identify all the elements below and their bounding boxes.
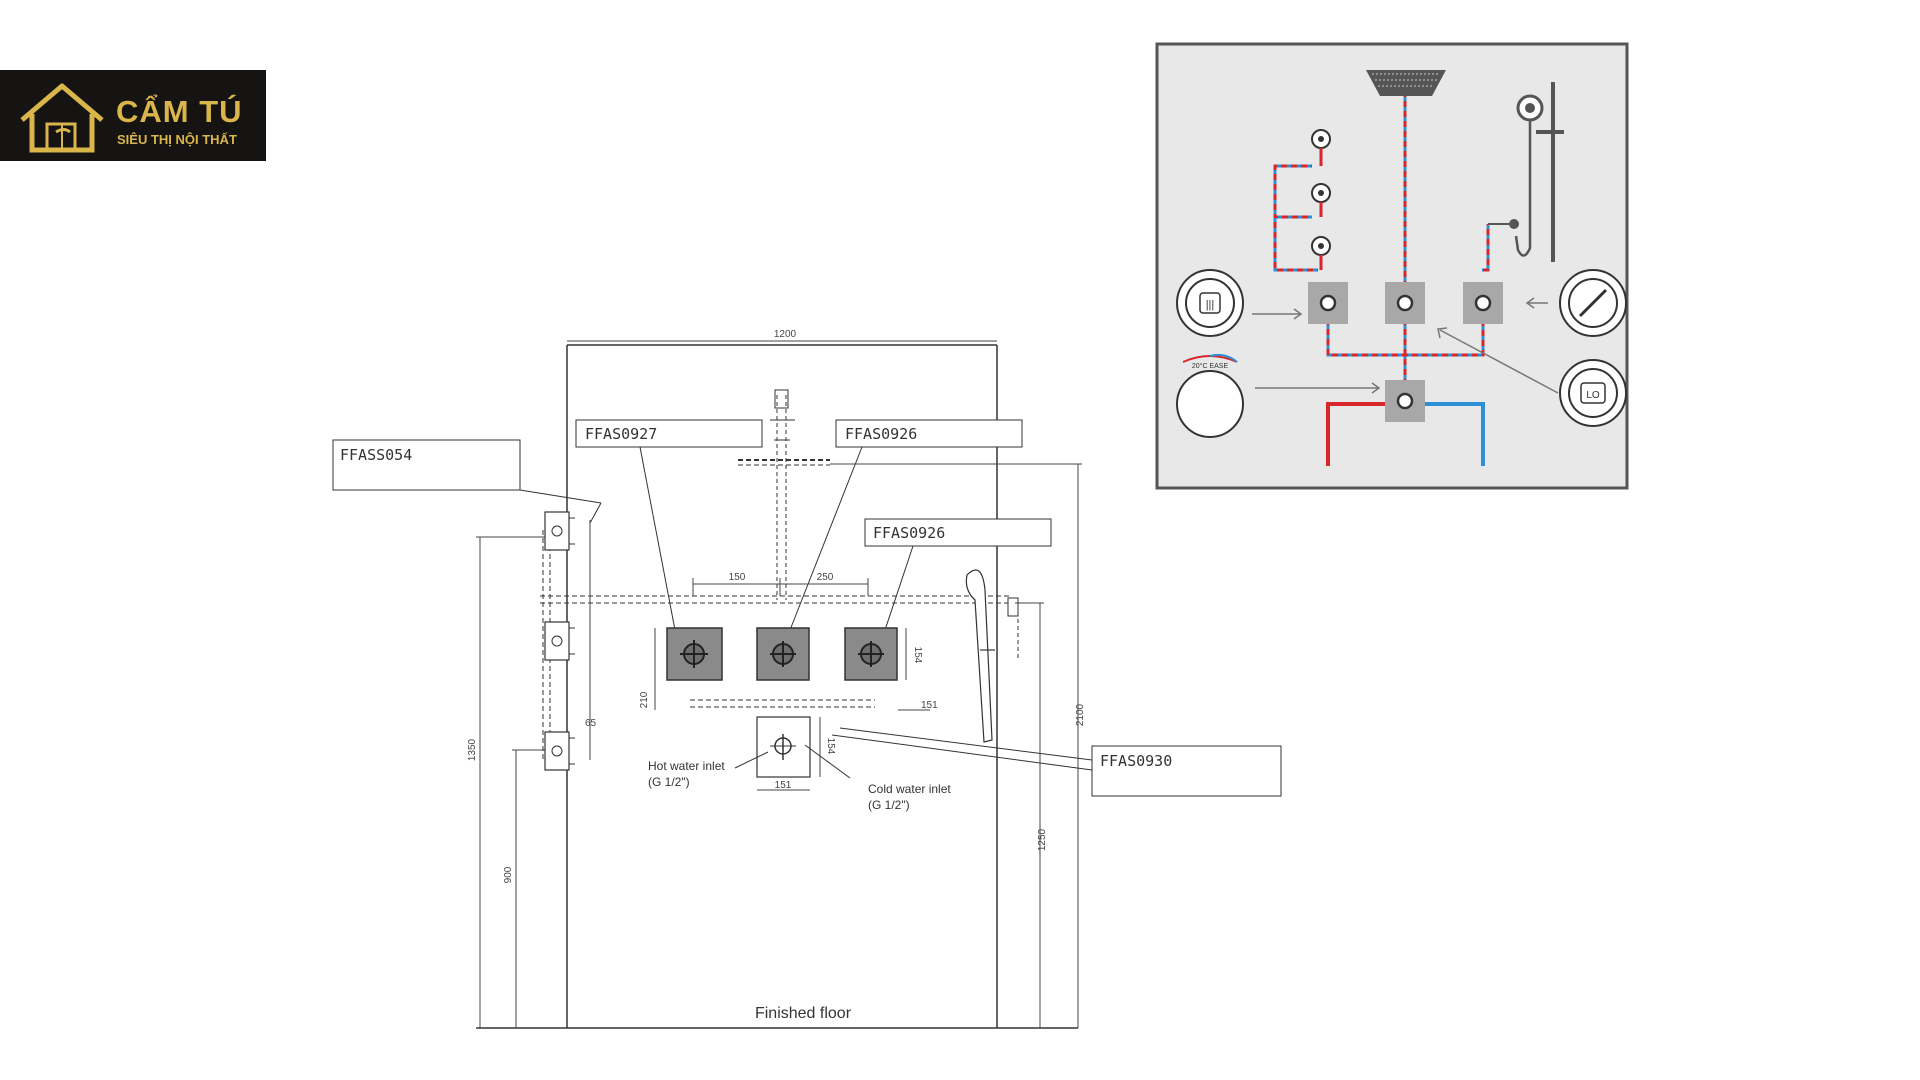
control-knob-right-upper: [1559, 269, 1627, 337]
svg-text:(G 1/2"): (G 1/2"): [648, 775, 690, 789]
schematic-valve-right: [1463, 282, 1503, 324]
finished-floor-label: Finished floor: [755, 1005, 852, 1022]
thermostatic-mixer: 151 154: [756, 716, 836, 791]
svg-text:2100: 2100: [1075, 703, 1086, 726]
svg-text:(G 1/2"): (G 1/2"): [868, 798, 910, 812]
dimension-total-width: 1200: [567, 329, 997, 342]
brand-logo: CẨM TÚ SIÊU THỊ NỘI THẤT: [0, 70, 266, 161]
svg-text:|||: |||: [1206, 299, 1215, 311]
label-box-ffas0930: FFAS0930: [1091, 745, 1282, 797]
label-box-ffass0054: FFASS054: [332, 439, 521, 491]
house-logo-icon: [20, 83, 104, 153]
label-box-ffas0926-top: FFAS0926: [835, 419, 1023, 448]
body-jet-pipes: [1273, 148, 1323, 272]
hand-shower: [965, 569, 1019, 743]
svg-text:250: 250: [817, 572, 834, 583]
connection-arrows: [1252, 297, 1559, 394]
svg-text:151: 151: [775, 780, 792, 791]
svg-text:Cold water inlet: Cold water inlet: [868, 782, 951, 796]
dimension-left: 1350 900: [467, 536, 545, 1028]
control-knob-left: |||: [1176, 269, 1244, 337]
svg-text:151: 151: [921, 700, 938, 711]
dimension-valve-spacing: 150 250: [692, 572, 869, 596]
svg-text:154: 154: [912, 647, 923, 664]
cold-water-inlet-note: Cold water inlet (G 1/2"): [804, 744, 951, 812]
valve-right: [844, 627, 898, 681]
svg-text:FFAS0926: FFAS0926: [873, 524, 945, 542]
body-jets-column: 65: [542, 511, 597, 771]
distribution-pipes: [1326, 324, 1485, 380]
svg-text:210: 210: [639, 691, 650, 708]
body-jet-2: [544, 621, 575, 661]
hot-water-inlet-note: Hot water inlet (G 1/2"): [648, 751, 769, 789]
control-knob-right-lower: LO: [1559, 359, 1627, 427]
leader-lines: [519, 446, 1093, 771]
svg-text:1200: 1200: [774, 329, 797, 340]
body-jet-3: [544, 731, 575, 771]
cold-supply-pipe: [1425, 402, 1485, 466]
hot-supply-pipe: [1326, 402, 1385, 466]
valve-left: [666, 627, 723, 681]
svg-text:20°C EASE: 20°C EASE: [1192, 362, 1229, 370]
schematic-thermostat: [1385, 380, 1425, 422]
wall-outline: [476, 344, 1078, 1029]
brand-tagline: SIÊU THỊ NỘI THẤT: [117, 132, 237, 147]
svg-text:154: 154: [825, 738, 836, 755]
svg-text:1250: 1250: [1037, 828, 1048, 851]
svg-text:FFASS054: FFASS054: [340, 446, 412, 464]
svg-text:900: 900: [503, 866, 514, 883]
dimension-valve-size: 154 151 210: [639, 628, 938, 711]
schematic-valve-left: [1308, 282, 1348, 324]
hand-shower-rail-icon: [1488, 82, 1564, 262]
shower-riser: [738, 389, 830, 600]
schematic-inset: ||| 20°C EASE LO: [1155, 42, 1629, 490]
control-knob-thermostat: 20°C EASE: [1176, 353, 1244, 438]
valve-center: [756, 627, 810, 681]
label-box-ffas0927: FFAS0927: [575, 419, 763, 448]
svg-text:150: 150: [729, 572, 746, 583]
label-box-ffas0926-right: FFAS0926: [864, 518, 1052, 547]
svg-text:1350: 1350: [467, 738, 478, 761]
rain-shower-icon: [1366, 70, 1446, 96]
body-jet-1: [544, 511, 575, 551]
svg-text:FFAS0927: FFAS0927: [585, 425, 657, 443]
dimension-right: 2100 1250: [830, 463, 1086, 1028]
svg-text:FFAS0930: FFAS0930: [1100, 752, 1172, 770]
svg-text:65: 65: [585, 718, 597, 729]
horizontal-pipes: [540, 595, 1010, 708]
svg-text:FFAS0926: FFAS0926: [845, 425, 917, 443]
svg-text:Hot water inlet: Hot water inlet: [648, 759, 725, 773]
brand-name: CẨM TÚ: [116, 94, 243, 129]
schematic-valve-center: [1385, 282, 1425, 324]
svg-text:LO: LO: [1586, 390, 1600, 401]
